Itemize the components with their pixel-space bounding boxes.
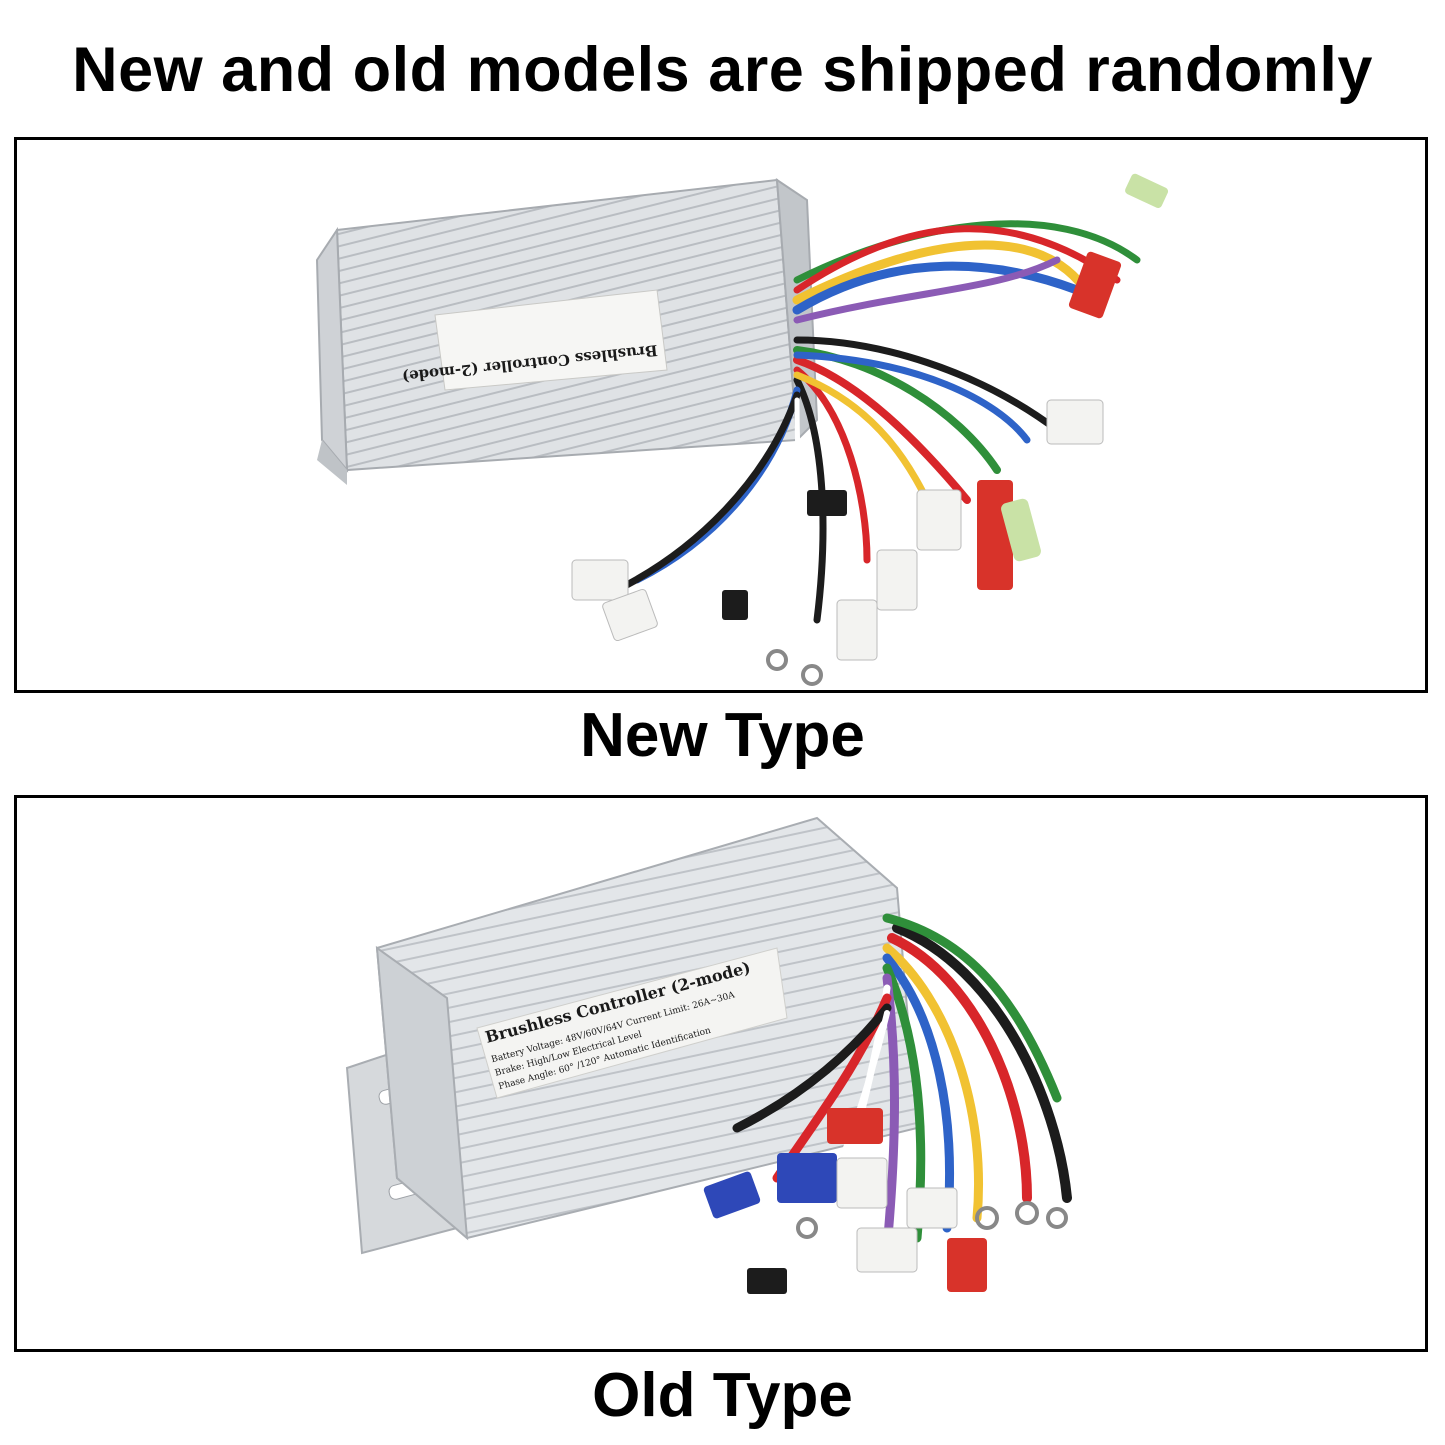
wire-bundle	[613, 220, 1141, 663]
old-type-photo-frame: Brushless Controller (2-mode) Battery Vo…	[14, 795, 1428, 1352]
controller-housing	[345, 816, 919, 1255]
connectors	[703, 1108, 1068, 1294]
wire-bundle	[732, 913, 1072, 1253]
connectors	[571, 173, 1169, 686]
controller-housing	[315, 178, 819, 485]
new-type-photo-frame: Brushless Controller (2-mode)	[14, 137, 1428, 693]
old-type-caption: Old Type	[592, 1361, 853, 1430]
new-type-caption: New Type	[580, 701, 865, 770]
new-type-controller-photo: Brushless Controller (2-mode)	[315, 173, 1169, 686]
headline: New and old models are shipped randomly	[72, 35, 1373, 105]
old-type-controller-photo: Brushless Controller (2-mode) Battery Vo…	[345, 816, 1072, 1294]
